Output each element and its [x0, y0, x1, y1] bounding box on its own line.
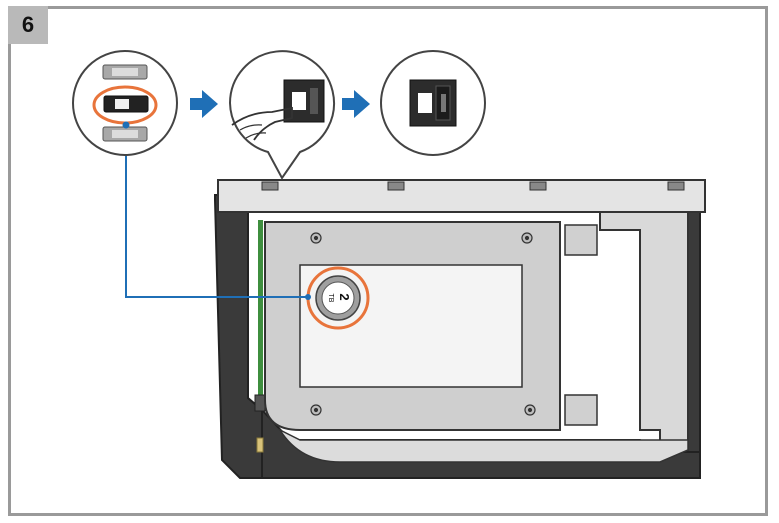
screw-icon [310, 232, 536, 416]
tray-top-bar [217, 179, 706, 213]
callout-endpoint [305, 294, 311, 300]
tray-bracket [564, 394, 598, 426]
right-arrow-icon [190, 90, 218, 118]
tray-pin [256, 437, 264, 453]
capacity-value: 2 [337, 293, 352, 300]
callout-hand-latch [228, 50, 335, 180]
tray-right-frame [599, 211, 689, 453]
callout-line [125, 125, 308, 298]
capacity-unit: TB [327, 294, 334, 303]
step-number-badge: 6 [8, 6, 48, 44]
right-arrow-icon [342, 90, 370, 118]
capacity-label: 2 TB [306, 266, 370, 330]
tray-clip [261, 181, 279, 191]
tray-bracket [564, 224, 598, 256]
drive-tray: 2 TB [214, 179, 706, 479]
tray-clip [667, 181, 685, 191]
tray-bottom-lip [277, 428, 689, 463]
tray-latch-block [254, 394, 266, 412]
tray-clip [529, 181, 547, 191]
callout-label-closeup [72, 50, 178, 156]
callout-latch-locked [380, 50, 486, 156]
pcb-edge [258, 220, 263, 395]
tray-clip [387, 181, 405, 191]
tray-left-rail [214, 194, 263, 479]
